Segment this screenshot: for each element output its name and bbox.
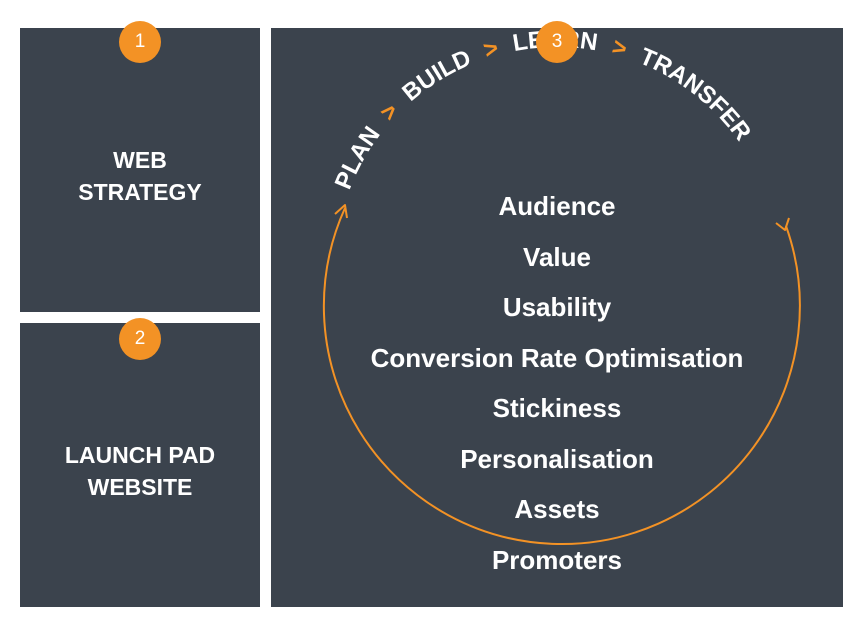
cycle-arc — [322, 207, 801, 546]
separator-icon: > — [375, 98, 404, 127]
step-badge-1: 1 — [119, 21, 161, 63]
list-item: Audience — [498, 191, 616, 221]
step-plan: PLAN — [330, 122, 386, 193]
list-item: Personalisation — [460, 443, 654, 474]
title-line: WEB — [113, 147, 167, 173]
panel-title-web-strategy: WEB STRATEGY — [20, 144, 260, 208]
panel-growth-cycle: PLAN > BUILD > LEARN > TRANSFER Audience… — [271, 28, 843, 607]
cycle-items-list: Audience Value Usability Conversion Rate… — [271, 186, 843, 590]
list-item: Usability — [502, 292, 612, 322]
cycle-diagram: PLAN > BUILD > LEARN > TRANSFER — [322, 28, 801, 546]
title-line: STRATEGY — [78, 179, 202, 205]
title-line: WEBSITE — [87, 474, 193, 500]
step-transfer: TRANSFER — [636, 43, 756, 146]
list-item: Conversion Rate Optimisation — [370, 342, 744, 373]
separator-icon: > — [609, 33, 630, 63]
title-line: LAUNCH PAD — [64, 442, 216, 468]
panel-title-launch-pad-website: LAUNCH PAD WEBSITE — [20, 439, 260, 503]
list-item: Stickiness — [492, 393, 622, 423]
separator-icon: > — [480, 34, 501, 64]
step-build: BUILD — [397, 44, 475, 106]
step-badge-2: 2 — [119, 318, 161, 360]
list-item: Promoters — [491, 544, 623, 575]
arc-arrowhead-start-icon — [334, 204, 348, 219]
list-item: Assets — [514, 494, 600, 524]
panel-web-strategy: WEB STRATEGY — [20, 28, 260, 312]
list-item: Value — [523, 241, 591, 272]
step-badge-3: 3 — [536, 21, 578, 63]
arc-arrowhead-end-icon — [775, 217, 790, 231]
panel-launch-pad-website: LAUNCH PAD WEBSITE — [20, 323, 260, 607]
